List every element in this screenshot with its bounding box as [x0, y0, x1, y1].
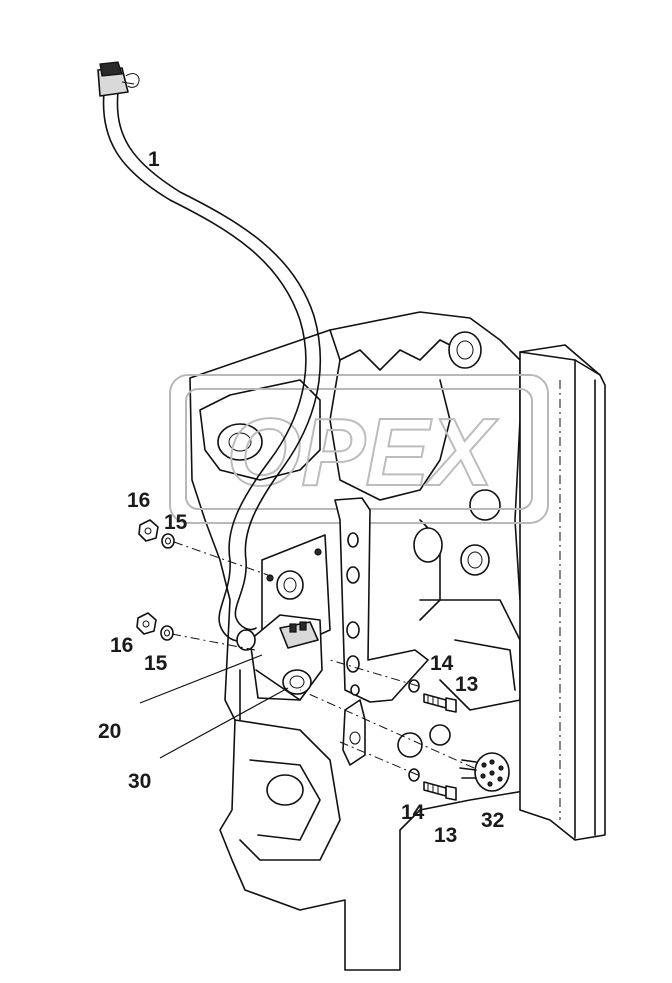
- nut-16-upper: [138, 519, 159, 542]
- callout-13-upper: 13: [455, 673, 478, 696]
- bolt-13-upper: [423, 693, 457, 713]
- callout-32: 32: [481, 809, 504, 832]
- washer-15-lower: [160, 625, 174, 641]
- strap-plate: [334, 497, 429, 766]
- nut-16-lower: [136, 612, 157, 635]
- assembly-axes: [171, 541, 475, 776]
- washer-14-upper: [408, 679, 420, 693]
- callout-16-lower: 16: [110, 634, 133, 657]
- hose-cable: [97, 61, 322, 642]
- callout-20: 20: [98, 720, 121, 743]
- watermark-text: OPEX: [227, 399, 499, 506]
- socket-assembly: [236, 614, 323, 701]
- bolt-13-lower: [423, 781, 457, 801]
- callout-14-lower: 14: [401, 801, 425, 824]
- callout-labels: 1 16 15 16 15 14 13 20 30 14 13 32: [98, 148, 504, 847]
- callout-1: 1: [148, 148, 160, 171]
- leader-lines: [139, 654, 289, 759]
- callout-16-upper: 16: [127, 489, 150, 512]
- callout-14-upper: 14: [430, 652, 454, 675]
- vertical-rail: [519, 344, 606, 841]
- callout-30: 30: [128, 770, 151, 793]
- washer-15-upper: [161, 533, 175, 549]
- callout-15-upper: 15: [164, 511, 188, 534]
- watermark-logo: OPEX: [169, 374, 549, 524]
- callout-13-lower: 13: [434, 824, 457, 847]
- callout-15-lower: 15: [144, 652, 168, 675]
- plug-insert-32: [459, 752, 510, 792]
